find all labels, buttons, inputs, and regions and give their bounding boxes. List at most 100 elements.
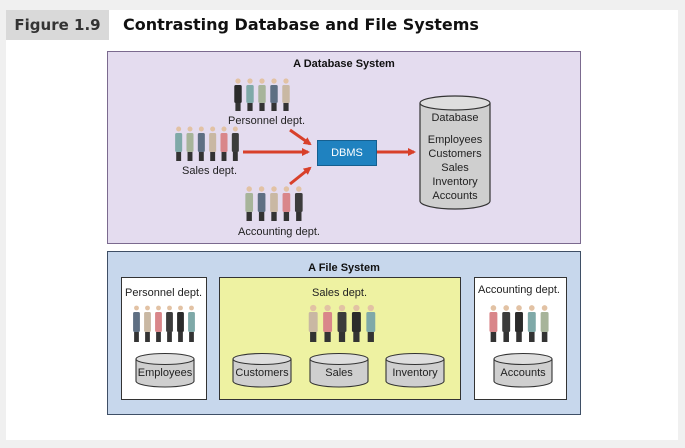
person-body: [337, 312, 347, 332]
person-legs: [338, 332, 346, 342]
person-legs: [503, 332, 509, 342]
person-legs: [259, 103, 265, 111]
person-legs: [176, 152, 182, 161]
accounts-cylinder-icon: [493, 352, 553, 393]
personnel-dept-label: Personnel dept.: [228, 115, 306, 127]
person-legs: [246, 212, 252, 221]
person-body: [257, 193, 266, 212]
person-legs: [247, 103, 253, 111]
person-body: [527, 312, 536, 332]
person-head: [353, 304, 360, 312]
person-legs: [283, 103, 289, 111]
person-body: [294, 193, 303, 212]
person-head: [247, 78, 253, 84]
person-legs: [232, 152, 238, 161]
database-item: Inventory: [432, 176, 478, 188]
person-body: [155, 312, 162, 332]
person-head: [145, 305, 150, 311]
person-body: [246, 85, 254, 103]
person-body: [366, 312, 376, 332]
person-head: [235, 78, 241, 84]
person-body: [282, 193, 291, 212]
person-body: [502, 312, 511, 332]
person-legs: [283, 212, 290, 221]
person-head: [167, 305, 172, 311]
person-legs: [145, 332, 150, 342]
database-item: Sales: [441, 162, 469, 174]
person-head: [246, 186, 252, 192]
fs-sales-label: Sales dept.: [312, 287, 368, 299]
person-head: [271, 186, 277, 192]
person-legs: [221, 152, 227, 161]
person-head: [189, 305, 194, 311]
person-head: [324, 304, 331, 312]
dbms-box: DBMS: [317, 140, 377, 166]
person-legs: [167, 332, 172, 342]
person-head: [338, 304, 346, 312]
employees-cylinder-icon: [135, 352, 195, 393]
person-head: [232, 126, 238, 132]
person-head: [221, 126, 227, 132]
person-body: [175, 133, 183, 152]
person-head: [210, 126, 216, 132]
database-item: Customers: [428, 148, 482, 160]
sales-file-label: Sales: [325, 367, 353, 379]
accounts-file-label: Accounts: [500, 367, 546, 379]
person-legs: [258, 212, 265, 221]
sales-people-group-icon: [173, 125, 241, 163]
person-body: [188, 312, 195, 332]
database-item: Accounts: [432, 190, 478, 202]
person-legs: [516, 332, 522, 342]
person-body: [540, 312, 549, 332]
person-head: [310, 304, 317, 312]
person-legs: [134, 332, 139, 342]
person-head: [134, 305, 139, 311]
file-system-title: A File System: [308, 262, 380, 274]
personnel-people-group-icon: [232, 77, 292, 113]
person-body: [258, 85, 266, 103]
person-body: [270, 85, 278, 103]
person-head: [528, 305, 535, 311]
person-body: [197, 133, 205, 152]
person-legs: [271, 103, 277, 111]
person-head: [516, 305, 522, 311]
person-legs: [310, 332, 317, 342]
person-legs: [235, 103, 241, 111]
person-legs: [210, 152, 216, 161]
person-legs: [529, 332, 535, 342]
figure-title: Contrasting Database and File Systems: [123, 15, 479, 34]
person-body: [144, 312, 151, 332]
person-body: [234, 85, 242, 103]
person-head: [283, 186, 290, 192]
person-legs: [187, 152, 193, 161]
employees-file-label: Employees: [137, 367, 193, 379]
person-body: [323, 312, 333, 332]
inventory-file-label: Inventory: [392, 367, 438, 379]
person-body: [489, 312, 498, 332]
person-legs: [189, 332, 194, 342]
personnel-arrow-icon: [289, 128, 312, 146]
database-item: Employees: [427, 134, 483, 146]
person-legs: [324, 332, 331, 342]
person-body: [220, 133, 228, 152]
person-head: [187, 126, 193, 132]
person-head: [259, 78, 265, 84]
person-body: [351, 312, 361, 332]
person-body: [282, 85, 290, 103]
person-legs: [490, 332, 497, 342]
person-legs: [353, 332, 360, 342]
fs-accounting-people-group-icon: [487, 304, 551, 344]
accounting-dept-label: Accounting dept.: [238, 226, 320, 238]
fs-accounting-label: Accounting dept.: [478, 284, 560, 296]
database-system-title: A Database System: [293, 58, 395, 70]
person-head: [178, 305, 183, 311]
person-body: [515, 312, 523, 332]
person-head: [541, 305, 548, 311]
person-body: [308, 312, 318, 332]
accounting-arrow-icon: [289, 166, 312, 186]
person-head: [156, 305, 161, 311]
customers-cylinder-icon: [232, 352, 292, 393]
database-title: Database: [431, 112, 479, 124]
person-body: [231, 133, 239, 152]
fs-sales-people-group-icon: [306, 304, 378, 344]
